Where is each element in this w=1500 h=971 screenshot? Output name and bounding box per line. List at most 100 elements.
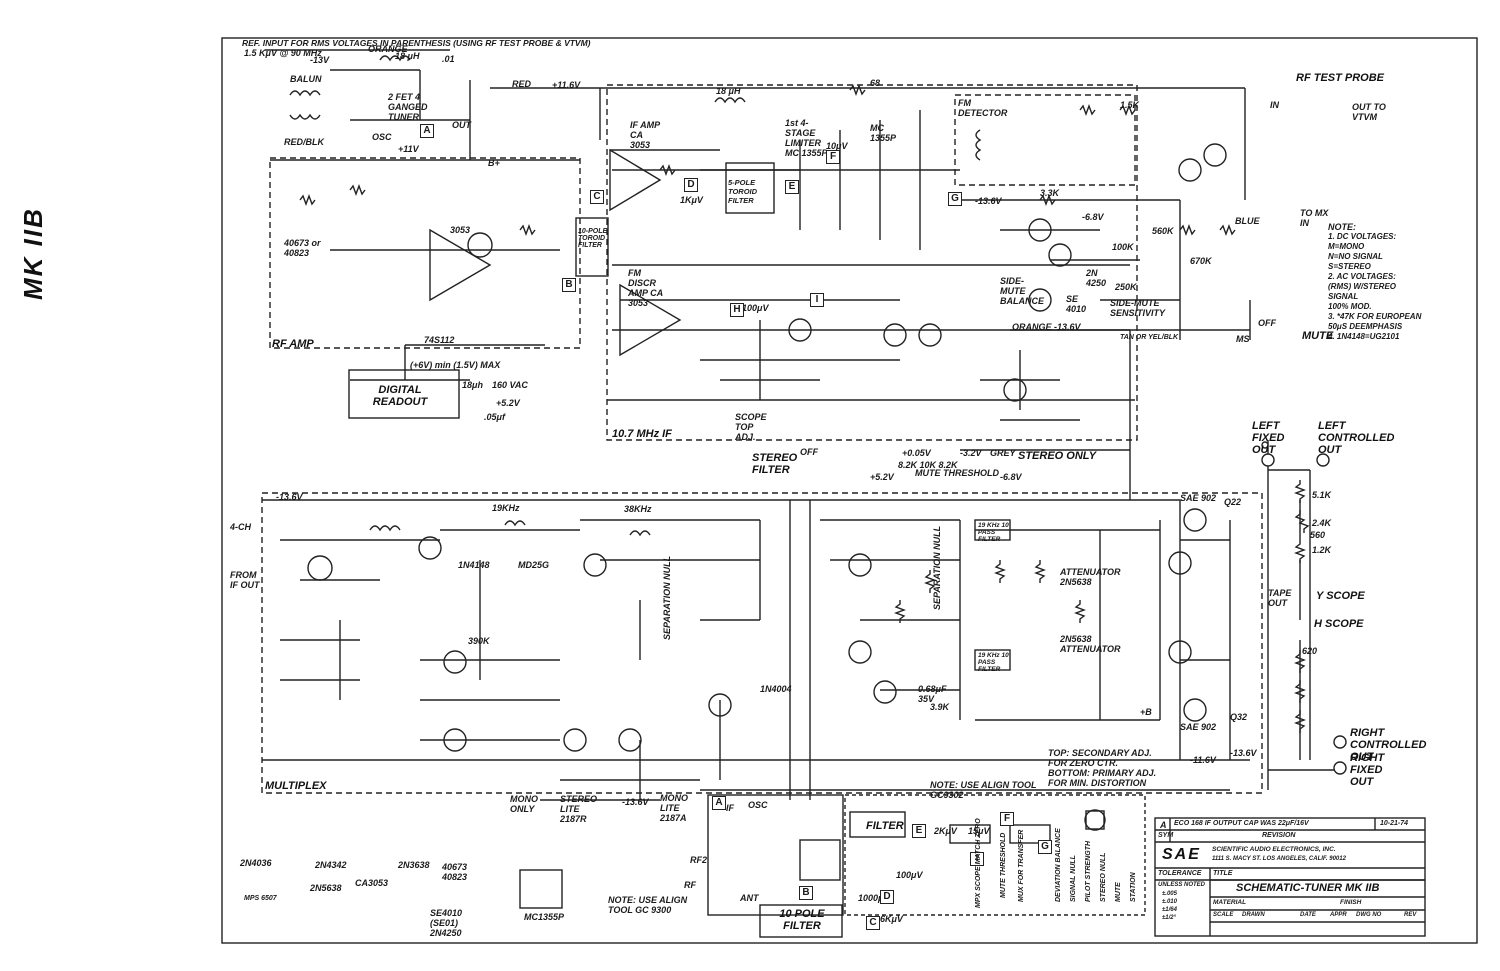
component-label: 100μV xyxy=(896,870,923,880)
title-label: TITLE xyxy=(1213,870,1233,877)
component-label: -3.2V xyxy=(960,448,982,458)
transistor-legend-item: CA3053 xyxy=(355,878,389,888)
note-line: S=STEREO xyxy=(1328,262,1371,271)
tol-4: ±1/2° xyxy=(1162,915,1177,921)
filter19b-label: 19 KHz 10 PASS FILTER xyxy=(978,652,1009,673)
test-point-marker: A xyxy=(420,124,434,138)
component-label: -6.8V xyxy=(1082,212,1104,222)
if-amp-label: IF AMP CA 3053 xyxy=(630,120,660,150)
component-label: 40673 or 40823 xyxy=(284,238,321,258)
tuner-label: 2 FET 4 GANGED TUNER xyxy=(388,92,428,122)
align-label: SIGNAL NULL xyxy=(1070,855,1077,902)
component-label: B+ xyxy=(488,158,500,168)
component-label: RED/BLK xyxy=(284,137,324,147)
component-label: 250K xyxy=(1115,282,1137,292)
component-label: 74S112 xyxy=(424,335,455,345)
separation-null-label: SEPARATION NULL xyxy=(932,525,942,610)
company-name: SCIENTIFIC AUDIO ELECTRONICS, INC. xyxy=(1212,846,1336,853)
attenuator-label: ATTENUATOR 2N5638 xyxy=(1060,567,1121,587)
test-point-marker: C xyxy=(866,916,880,930)
component-label: 3.9K xyxy=(930,702,950,712)
mono-only-label: MONO ONLY xyxy=(510,794,538,814)
component-label: RED xyxy=(512,79,532,89)
component-label: 15μV xyxy=(968,826,990,836)
unless-noted: UNLESS NOTED xyxy=(1158,882,1206,888)
ten-pole-filter-label: 10 POLE FILTER xyxy=(779,908,825,932)
component-label: ORANGE xyxy=(368,44,408,54)
multiplex-label: MULTIPLEX xyxy=(265,780,327,792)
note-line: (RMS) W/STEREO xyxy=(1328,282,1396,291)
component-label: 670K xyxy=(1190,256,1212,266)
component-label: -13.6V xyxy=(276,492,303,502)
digital-readout-label: DIGITAL READOUT xyxy=(372,384,428,408)
component-label: 2N 4250 xyxy=(1086,268,1107,288)
company-logo: SAE xyxy=(1162,846,1201,863)
component-label: TAN OR YEL/BLK xyxy=(1120,334,1179,341)
side-mute-sensitivity-label: SIDE-MUTE SENSITIVITY xyxy=(1110,298,1166,318)
if-box xyxy=(606,84,1138,441)
note-line: N=NO SIGNAL xyxy=(1328,252,1383,261)
align-label: OSC xyxy=(748,800,768,810)
material-label: MATERIAL xyxy=(1213,899,1247,906)
component-label: 1N4004 xyxy=(760,684,792,694)
multiplex-box xyxy=(261,492,1263,794)
align-label: RF xyxy=(684,880,696,890)
component-label: SAE 902 xyxy=(1180,493,1217,503)
component-label: 8.2K 10K 8.2K xyxy=(898,460,958,470)
align-label: MUTE THRESHOLD xyxy=(1000,832,1007,898)
component-label: 3053 xyxy=(450,225,471,235)
if-label: 10.7 MHz IF xyxy=(612,428,672,440)
component-label: 3.3K xyxy=(1040,188,1060,198)
four-ch-label: 4-CH xyxy=(230,522,252,532)
rf-amp-box xyxy=(269,157,581,349)
transistor-legend-item: 2N3638 xyxy=(398,860,430,870)
note-line: 50μS DEEMPHASIS xyxy=(1328,322,1403,331)
note-line: 1. DC VOLTAGES: xyxy=(1328,232,1397,241)
component-label: -13.6V xyxy=(1230,748,1257,758)
note-line: 3. *47K FOR EUROPEAN xyxy=(1328,312,1422,321)
left-fixed-out-label: LEFT FIXED OUT xyxy=(1252,420,1285,456)
page-border xyxy=(221,37,1478,944)
drawing-title: SCHEMATIC-TUNER MK IIB xyxy=(1236,882,1380,894)
component-label: 560 xyxy=(1310,530,1326,540)
component-label: SAE 902 xyxy=(1180,722,1217,732)
scope-top-label: SCOPE TOP ADJ. xyxy=(735,412,767,442)
align-label: DEVIATION BALANCE xyxy=(1055,828,1062,902)
transistor-legend-item: 2N4036 xyxy=(240,858,272,868)
component-label: +5.2V xyxy=(496,398,520,408)
test-point-marker: A xyxy=(712,796,726,810)
test-point-marker: G xyxy=(1038,840,1052,854)
align-label: MUTE xyxy=(1115,882,1122,902)
component-label: 1.5K xyxy=(1120,100,1140,110)
component-label: SE 4010 xyxy=(1066,294,1087,314)
finish-label: FINISH xyxy=(1340,899,1362,906)
component-label: 100K xyxy=(1112,242,1134,252)
drawn-label: DRAWN xyxy=(1242,912,1265,918)
component-label: 18 μH xyxy=(716,86,741,96)
component-label: 1.2K xyxy=(1312,545,1332,555)
component-label: -13V xyxy=(310,55,330,65)
test-point-marker: B xyxy=(562,278,576,292)
limiter-label: 1st 4-STAGE LIMITER MC 1355P xyxy=(785,118,828,158)
component-label: 390K xyxy=(468,636,490,646)
rf-amp-label: RF AMP xyxy=(272,338,314,350)
component-label: 6KμV xyxy=(880,914,903,924)
rf-test-probe-label: RF TEST PROBE xyxy=(1296,72,1385,84)
component-label: Q32 xyxy=(1230,712,1248,722)
component-label: -6.8V xyxy=(1000,472,1022,482)
tol-3: ±1/64 xyxy=(1162,907,1177,913)
test-point-marker: C xyxy=(590,190,604,204)
component-label: 5.1K xyxy=(1312,490,1332,500)
component-label: 2.4K xyxy=(1312,518,1332,528)
note-line: SIGNAL xyxy=(1328,292,1359,301)
note-line: 100% MOD. xyxy=(1328,302,1372,311)
five-pole-label: 5-POLE TOROID FILTER xyxy=(728,178,758,205)
component-label: MD25G xyxy=(518,560,550,570)
component-label: -13.6V xyxy=(975,196,1002,206)
component-label: 620 xyxy=(1302,646,1318,656)
stereo-filter-label: STEREO FILTER xyxy=(752,452,798,476)
component-label: +11V xyxy=(398,144,419,154)
component-label: 100μV xyxy=(742,303,769,313)
top-secondary-note: TOP: SECONDARY ADJ. FOR ZERO CTR. BOTTOM… xyxy=(1048,748,1157,788)
title-block-lines xyxy=(1154,817,1426,937)
